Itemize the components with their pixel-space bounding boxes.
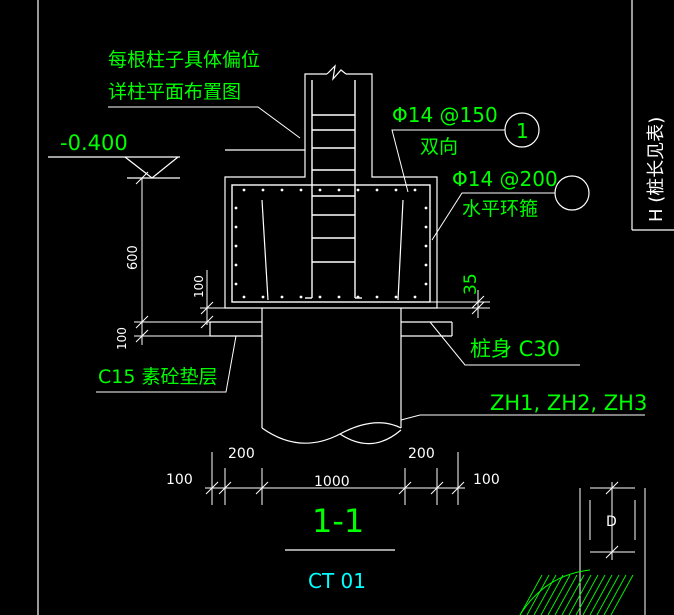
dim-side-200-right: 200	[408, 446, 435, 462]
rebar-dot	[261, 188, 265, 192]
callout-circle-2	[554, 175, 590, 211]
rebar-dot	[337, 295, 341, 299]
rebar-top-text: Φ14 @150	[392, 103, 498, 127]
hatch-line	[533, 574, 557, 615]
rebar-ring-text: Φ14 @200	[452, 167, 558, 191]
rebar-dot	[424, 225, 428, 229]
rebar-dot	[234, 263, 238, 267]
dim-cap-height: 600	[126, 245, 141, 270]
rebar-top-leader	[391, 129, 505, 193]
hatch-line	[526, 574, 550, 615]
elevation-mark	[48, 156, 180, 179]
column-rebar	[305, 80, 362, 299]
rebar-dot	[413, 188, 417, 192]
hatch-line	[603, 574, 627, 615]
rebar-dot	[424, 206, 428, 210]
dim-side-200-left: 200	[228, 446, 255, 462]
rebar-dot	[356, 188, 360, 192]
rebar-dot	[234, 225, 238, 229]
vertical-dimension	[134, 171, 225, 345]
rebar-dot	[318, 188, 322, 192]
dim-pile-width: 1000	[314, 474, 350, 490]
callout-1-text: 1	[516, 119, 529, 143]
rebar-ring-leader	[431, 192, 555, 241]
rebar-dot	[337, 188, 341, 192]
hatch-boundary	[519, 569, 591, 615]
hatch-line	[575, 574, 599, 615]
hatch-line	[582, 574, 606, 615]
rebar-dot	[424, 263, 428, 267]
rebar-dot	[242, 188, 246, 192]
hatch-line	[568, 574, 592, 615]
dim-outer-100-right: 100	[473, 472, 500, 488]
column-outline	[225, 64, 373, 151]
rebar-dot	[375, 188, 379, 192]
column-note-leader	[108, 106, 301, 139]
rebar-dot	[375, 295, 379, 299]
hatch-line	[561, 574, 585, 615]
cover-dimension	[430, 290, 490, 318]
hatch-line	[540, 574, 564, 615]
rebar-dot	[261, 295, 265, 299]
hatch-line	[519, 574, 543, 615]
hatch-line	[596, 574, 620, 615]
cap-rebar-dots	[234, 188, 428, 299]
rebar-dot	[234, 282, 238, 286]
soil-hatch	[519, 569, 634, 615]
rebar-dot	[299, 295, 303, 299]
pile-body-leader	[429, 321, 580, 366]
rebar-dot	[424, 244, 428, 248]
rebar-dot	[318, 295, 322, 299]
rebar-dot	[356, 295, 360, 299]
dim-outer-100-left: 100	[166, 472, 193, 488]
horizontal-dimension	[205, 452, 465, 505]
rebar-dot	[242, 295, 246, 299]
rebar-dot	[234, 206, 238, 210]
hatch-line	[610, 574, 634, 615]
rebar-top-note: 双向	[420, 136, 458, 158]
cover-text: 35	[461, 273, 481, 295]
section-title: 1-1	[312, 502, 364, 540]
column-note-line2: 详柱平面布置图	[108, 81, 241, 103]
cushion-text: C15 素砼垫层	[98, 366, 217, 388]
side-note: H (桩长见表)	[646, 117, 667, 222]
rebar-dot	[280, 295, 284, 299]
elevation-text: -0.400	[60, 131, 128, 155]
hatch-line	[547, 574, 571, 615]
cushion-leader	[96, 335, 237, 393]
rebar-ring-note: 水平环箍	[462, 198, 538, 220]
dim-cushion: 100	[115, 327, 129, 350]
pile-cap	[224, 150, 438, 309]
rebar-dot	[424, 282, 428, 286]
hatch-line	[554, 574, 578, 615]
pile-ids-leader	[400, 414, 645, 421]
drawing-frame	[37, 0, 674, 615]
callout-circle-1	[504, 112, 540, 148]
pile-ids-text: ZH1, ZH2, ZH3	[490, 391, 647, 415]
pile-body-text: 桩身 C30	[470, 337, 560, 361]
right-detail	[579, 481, 646, 615]
rebar-dot	[413, 295, 417, 299]
right-label-d: D	[606, 514, 617, 530]
rebar-dot	[280, 188, 284, 192]
rebar-dot	[299, 188, 303, 192]
column-note-line1: 每根柱子具体偏位	[108, 49, 260, 71]
rebar-dot	[394, 188, 398, 192]
rebar-dot	[394, 295, 398, 299]
dim-embed: 100	[192, 275, 206, 298]
hatch-line	[589, 574, 613, 615]
rebar-dot	[234, 244, 238, 248]
drawing-code: CT 01	[308, 569, 366, 593]
pile-and-cushion	[209, 308, 453, 445]
